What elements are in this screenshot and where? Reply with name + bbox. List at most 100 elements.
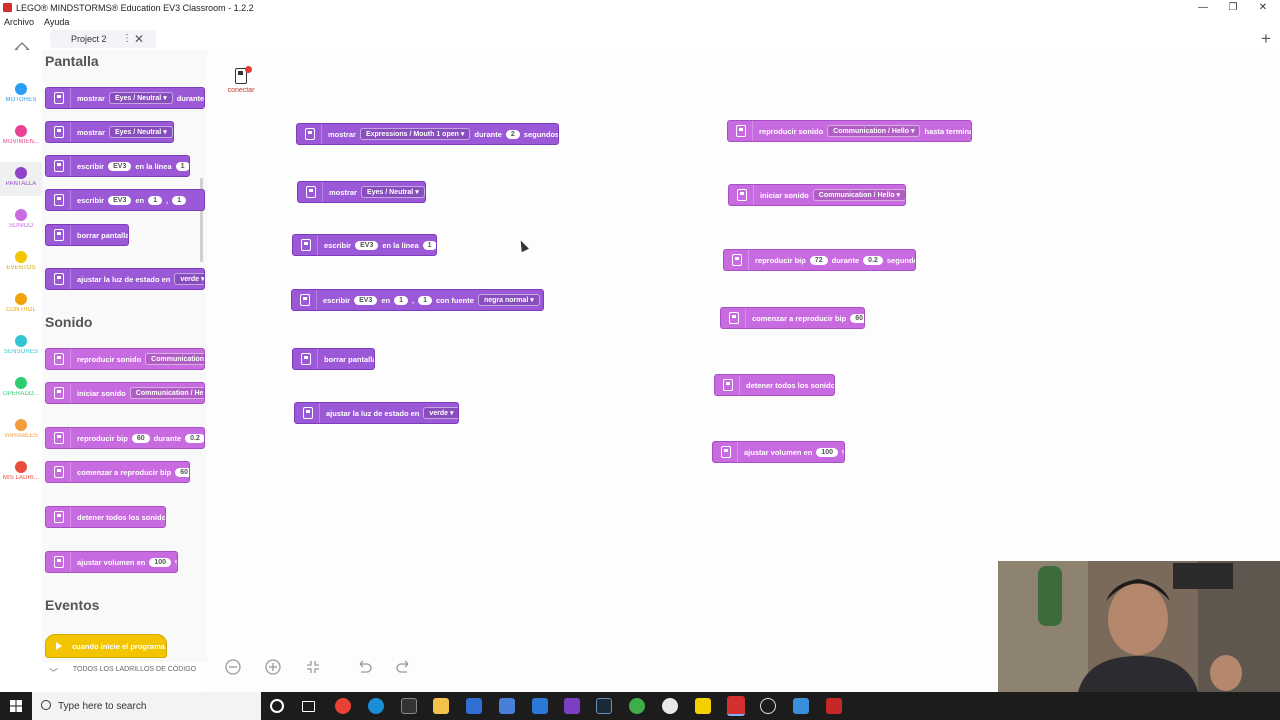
undo-icon[interactable] (353, 656, 375, 678)
zoom-out-icon[interactable] (222, 656, 244, 678)
minimize-button[interactable]: — (1198, 2, 1208, 13)
number-input[interactable]: 60 (850, 313, 864, 323)
sound-dropdown[interactable]: Communication / Hello (129, 387, 204, 399)
category-control[interactable]: CONTROL (0, 293, 42, 313)
category-eventos[interactable]: EVENTOS (0, 251, 42, 271)
number-input[interactable]: 72 (809, 255, 828, 265)
taskbar-search-input[interactable]: Type here to search (32, 692, 261, 720)
category-movimiento[interactable]: MOVIMIEN... (0, 125, 42, 145)
tab-project[interactable]: Project 2 ⋮ ✕ (50, 30, 156, 48)
color-dropdown[interactable]: verde (423, 407, 458, 419)
store-icon[interactable] (466, 698, 482, 714)
number-input[interactable]: 60 (175, 467, 189, 477)
app-icon-green[interactable] (629, 698, 645, 714)
close-tab-icon[interactable]: ✕ (134, 32, 145, 46)
category-sonido[interactable]: SONIDO (0, 209, 42, 229)
number-input[interactable]: 0.2 (185, 433, 204, 443)
number-input[interactable]: 1 (418, 295, 433, 305)
category-mis-ladrillos[interactable]: MIS LADRI... (0, 461, 42, 481)
close-window-button[interactable]: ✕ (1258, 2, 1268, 13)
font-dropdown[interactable]: negra normal (477, 294, 540, 306)
add-tab-icon[interactable]: + (1261, 29, 1271, 48)
number-input[interactable]: 100 (816, 447, 839, 457)
sound-dropdown[interactable]: Communication / Hello (812, 189, 905, 201)
image-dropdown[interactable]: Eyes / Neutral (108, 92, 173, 104)
maximize-button[interactable]: ❐ (1228, 2, 1238, 13)
text-input[interactable]: EV3 (355, 240, 379, 250)
color-dropdown[interactable]: verde (174, 273, 204, 285)
image-dropdown[interactable]: Eyes / Neutral (108, 126, 173, 138)
palette-block-borrar-pantalla[interactable]: borrar pantalla (45, 224, 129, 246)
category-sensores[interactable]: SENSORES (0, 335, 42, 355)
fit-view-icon[interactable] (302, 656, 324, 678)
number-input[interactable]: 100 (149, 557, 172, 567)
task-view-icon[interactable] (302, 701, 315, 712)
file-explorer-icon[interactable] (433, 698, 449, 714)
mail-icon[interactable] (532, 698, 548, 714)
palette-scrollbar[interactable] (200, 178, 203, 262)
text-input[interactable]: EV3 (108, 195, 132, 205)
palette-block-detener-sonidos[interactable]: detener todos los sonidos (45, 506, 166, 528)
ev3-classroom-taskbar-icon[interactable] (727, 696, 745, 716)
app-icon-red[interactable] (826, 698, 842, 714)
edge-icon[interactable] (368, 698, 384, 714)
category-pantalla[interactable]: PANTALLA (0, 162, 42, 196)
number-input[interactable]: 1 (394, 295, 409, 305)
text-input[interactable]: EV3 (354, 295, 378, 305)
itunes-icon[interactable] (662, 698, 678, 714)
visual-studio-icon[interactable] (564, 698, 580, 714)
all-blocks-toggle[interactable]: ﹀ TODOS LOS LADRILLOS DE CÓDIGO (42, 662, 207, 692)
category-operadores[interactable]: OPERADO... (0, 377, 42, 397)
image-dropdown[interactable]: Expressions / Mouth 1 open (359, 128, 471, 140)
zoom-in-icon[interactable] (262, 656, 284, 678)
sound-dropdown[interactable]: Communication / Hello (145, 353, 204, 365)
more-vert-icon[interactable]: ⋮ (122, 33, 132, 44)
number-input[interactable]: 1 (422, 240, 436, 250)
cortana-icon[interactable] (270, 699, 284, 713)
photos-icon[interactable] (793, 698, 809, 714)
menu-ayuda[interactable]: Ayuda (44, 16, 70, 27)
menu-archivo[interactable]: Archivo (4, 16, 35, 27)
windows-start-icon[interactable] (0, 692, 32, 720)
app-icon-circle[interactable] (760, 698, 776, 714)
palette-block-cuando-inicie[interactable]: cuando inicie el programa (45, 634, 167, 658)
text-input[interactable]: EV3 (108, 161, 132, 171)
number-input[interactable]: 1 (175, 161, 189, 171)
sticky-notes-icon[interactable] (695, 698, 711, 714)
steam-icon[interactable] (596, 698, 612, 714)
number-input[interactable]: 60 (131, 433, 150, 443)
chrome-icon[interactable] (335, 698, 351, 714)
image-dropdown[interactable]: Eyes / Neutral (360, 186, 425, 198)
app-icon-network[interactable] (499, 698, 515, 714)
canvas-block-borrar-pantalla[interactable]: borrar pantalla (292, 348, 375, 370)
connect-button[interactable]: conectar (222, 66, 260, 94)
category-motores[interactable]: MOTORES (0, 83, 42, 103)
number-input[interactable]: 0.2 (863, 255, 883, 265)
app-icon-epic[interactable] (401, 698, 417, 714)
category-variables[interactable]: VARIABLES (0, 419, 42, 439)
number-input[interactable]: 1 (148, 195, 163, 205)
canvas-block-detener-sonidos[interactable]: detener todos los sonidos (714, 374, 835, 396)
sound-dropdown[interactable]: Communication / Hello (827, 125, 921, 137)
number-input[interactable]: 1 (172, 195, 187, 205)
